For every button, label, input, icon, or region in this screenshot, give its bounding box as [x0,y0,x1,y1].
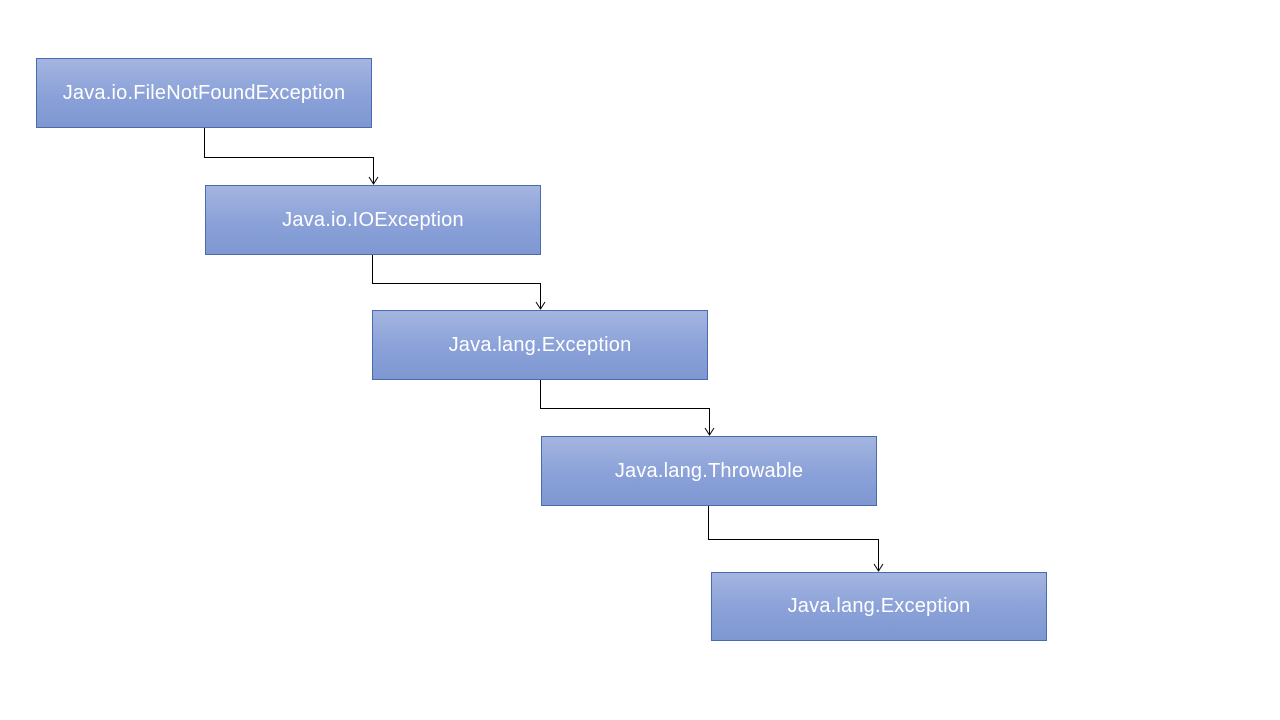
connector-n0-n1 [204,128,379,185]
node-label: Java.io.IOException [282,208,464,231]
node-lang-exception: Java.lang.Exception [372,310,708,380]
connector-n3-n4 [708,506,884,572]
node-label: Java.io.FileNotFoundException [62,81,346,104]
node-file-not-found-exception: Java.io.FileNotFoundException [36,58,372,128]
node-label: Java.lang.Throwable [614,459,804,482]
node-io-exception: Java.io.IOException [205,185,541,255]
connector-n2-n3 [540,380,715,436]
node-label: Java.lang.Exception [448,333,632,356]
node-lang-throwable: Java.lang.Throwable [541,436,877,506]
node-lang-exception-bottom: Java.lang.Exception [711,572,1047,641]
connector-n1-n2 [372,255,546,310]
node-label: Java.lang.Exception [787,595,971,617]
